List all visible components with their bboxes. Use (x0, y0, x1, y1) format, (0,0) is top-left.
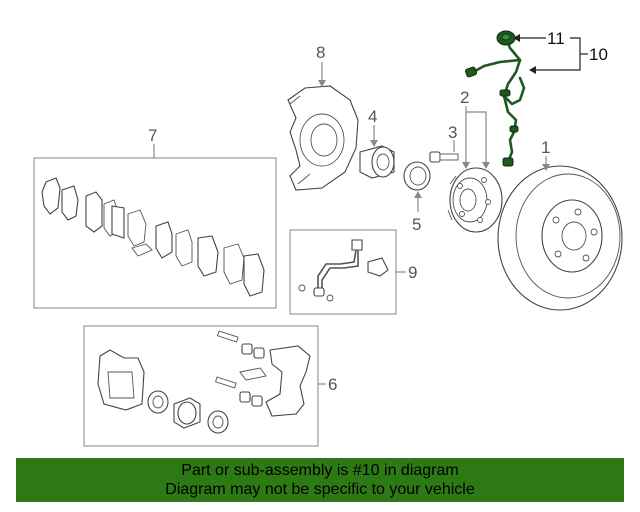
callout-4: 4 (368, 107, 377, 126)
part-8-splash-guard[interactable] (287, 85, 359, 191)
part-7-brake-pad-set[interactable] (33, 157, 277, 309)
callout-7: 7 (148, 126, 157, 145)
part-6-caliper-assembly[interactable] (83, 325, 319, 447)
callout-6: 6 (328, 375, 337, 394)
callout-1: 1 (541, 138, 550, 157)
part-3-hub-bolt[interactable] (429, 151, 459, 163)
part-9-brake-hose[interactable] (289, 229, 397, 315)
callout-9: 9 (408, 263, 417, 282)
part-5-snap-ring[interactable] (403, 161, 431, 191)
callout-3: 3 (448, 123, 457, 142)
banner-line-1: Part or sub-assembly is #10 in diagram (181, 462, 459, 479)
part-1-brake-disc[interactable] (497, 165, 623, 311)
callout-2: 2 (460, 88, 469, 107)
part-2-hub[interactable] (447, 167, 503, 233)
callout-11: 11 (547, 29, 565, 48)
callout-8: 8 (316, 43, 325, 62)
banner-line-2: Diagram may not be specific to your vehi… (165, 481, 475, 498)
info-banner: Part or sub-assembly is #10 in diagram D… (16, 458, 624, 502)
part-10-wheel-speed-sensor[interactable] (464, 30, 526, 167)
part-4-bearing[interactable] (359, 145, 395, 179)
callout-10: 10 (589, 45, 608, 64)
callout-5: 5 (412, 215, 421, 234)
